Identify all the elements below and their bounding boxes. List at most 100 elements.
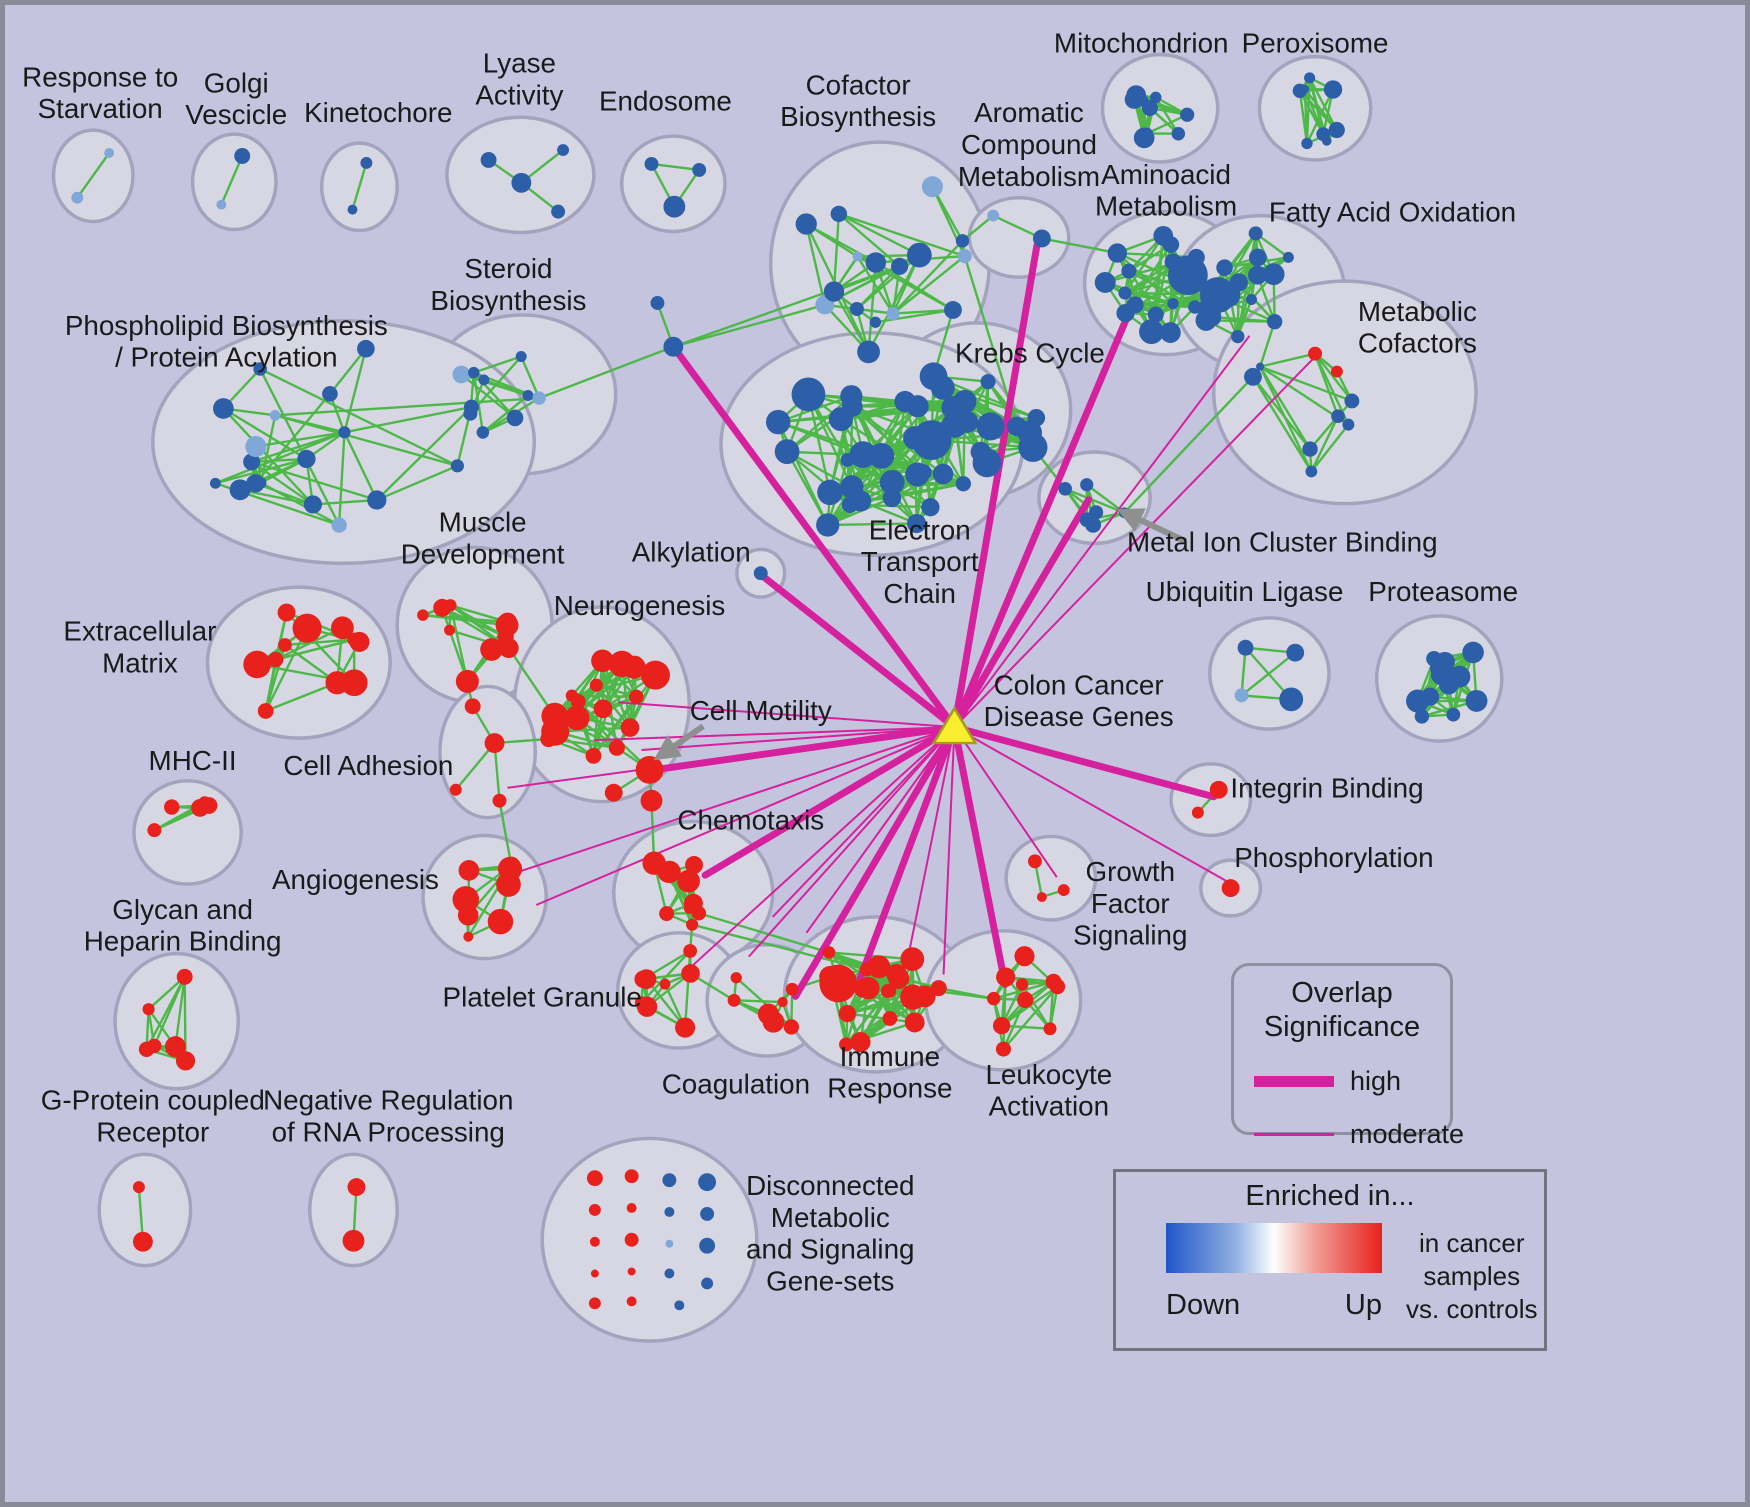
arrows-layer [653, 508, 1188, 761]
enrichment-scale-labels: Down Up [1166, 1289, 1382, 1322]
gene-set-node [142, 1003, 155, 1016]
gene-set-edge [1259, 366, 1313, 473]
overlap-moderate-swatch [1254, 1133, 1334, 1136]
gene-set-node [444, 624, 456, 636]
gene-set-node [906, 242, 932, 268]
gene-set-node [886, 306, 900, 321]
gene-set-node [347, 204, 358, 215]
gene-set-edge [498, 800, 513, 866]
gene-set-edge [239, 488, 314, 506]
gene-set-edge [274, 414, 345, 434]
gene-set-node [506, 409, 524, 427]
gene-set-node [303, 495, 322, 514]
gene-set-node [1286, 643, 1305, 662]
gene-set-node [591, 649, 614, 673]
gene-set-node [657, 861, 679, 883]
overlap-edge-high [950, 496, 1093, 731]
gene-set-node [972, 448, 1002, 478]
gene-set-node [463, 931, 474, 942]
gene-set-node [1167, 297, 1179, 310]
gene-set-node [1191, 806, 1204, 819]
enrichment-down-label: Down [1166, 1289, 1241, 1321]
gene-set-node [663, 336, 684, 357]
gene-set-node [175, 1051, 196, 1071]
gene-set-edge [482, 394, 529, 434]
gene-set-edge [220, 155, 244, 206]
overlap-edge-moderate [953, 726, 1235, 886]
gene-set-node [957, 248, 972, 264]
gene-set-edge [892, 308, 954, 315]
gene-set-node [955, 234, 970, 248]
cluster-label-fatty-acid-oxidation: Fatty Acid Oxidation [1269, 197, 1516, 228]
gene-set-node [635, 755, 664, 784]
gene-set-node [1118, 286, 1132, 300]
gene-set-node [996, 967, 1016, 987]
gene-set-edge [807, 393, 853, 488]
gene-set-node [1116, 303, 1135, 323]
gene-set-node [278, 638, 292, 652]
gene-set-edge [847, 1012, 915, 1024]
gene-set-node [1027, 854, 1042, 869]
gene-set-node [1057, 884, 1070, 897]
cluster-label-metal-ion-cluster-binding: Metal Ion Cluster Binding [1127, 526, 1438, 557]
gene-set-node [229, 479, 251, 501]
gene-set-node [932, 463, 954, 485]
gene-set-node [1465, 689, 1488, 712]
gene-set-node [907, 513, 927, 534]
gene-set-edge [222, 407, 308, 460]
gene-set-edge [1259, 352, 1316, 368]
gene-set-node [253, 362, 267, 376]
legend-overlap: Overlap Significance high moderate [1231, 963, 1464, 1149]
gene-set-node [823, 281, 845, 302]
gene-set-node [665, 1239, 674, 1248]
legend-enriched-scale: Down Up [1166, 1213, 1382, 1326]
overlap-edge-high [950, 723, 1218, 801]
gene-set-node [1446, 707, 1461, 722]
gene-set-node [701, 1277, 714, 1290]
gene-set-node [980, 374, 996, 390]
gene-set-node [463, 399, 479, 415]
gene-set-node [1301, 137, 1313, 150]
gene-set-node [444, 599, 457, 612]
gene-set-node [869, 316, 882, 328]
gene-set-node [234, 148, 251, 164]
gene-set-node [904, 1012, 925, 1033]
legend-enriched-title: Enriched in... [1245, 1180, 1415, 1212]
gene-set-node [774, 439, 800, 465]
overlap-edge-high [950, 723, 1009, 988]
gene-set-node [888, 967, 910, 990]
gene-set-node [857, 977, 880, 1000]
gene-set-edge [1310, 423, 1350, 473]
gene-set-node [1080, 478, 1094, 492]
gene-set-node [664, 1206, 675, 1217]
gene-set-node [277, 603, 296, 622]
gene-set-node [476, 426, 490, 439]
gene-set-edge [832, 213, 841, 292]
gene-set-node [659, 906, 675, 922]
gene-set-node [620, 718, 640, 737]
gene-set-edge [1251, 376, 1313, 473]
gene-set-node [338, 426, 351, 439]
gene-set-node [458, 860, 480, 881]
gene-set-node [331, 616, 354, 640]
gene-set-node [995, 1041, 1011, 1057]
gene-set-edge [832, 291, 870, 353]
overlap-edge-moderate [688, 726, 956, 970]
gene-set-edge [1298, 90, 1325, 135]
gene-set-node [953, 389, 977, 414]
overlap-edge-high [950, 241, 1041, 731]
colon-cancer-hub-node [931, 705, 978, 745]
gene-set-node [839, 1037, 854, 1052]
gene-set-node [644, 156, 659, 171]
gene-set-node [921, 498, 940, 517]
enrichment-side-line1: in cancer [1419, 1228, 1525, 1258]
gene-set-node [675, 1017, 696, 1038]
gene-set-node [564, 705, 590, 731]
hub-layer [931, 705, 978, 745]
gene-set-node [347, 1178, 366, 1197]
